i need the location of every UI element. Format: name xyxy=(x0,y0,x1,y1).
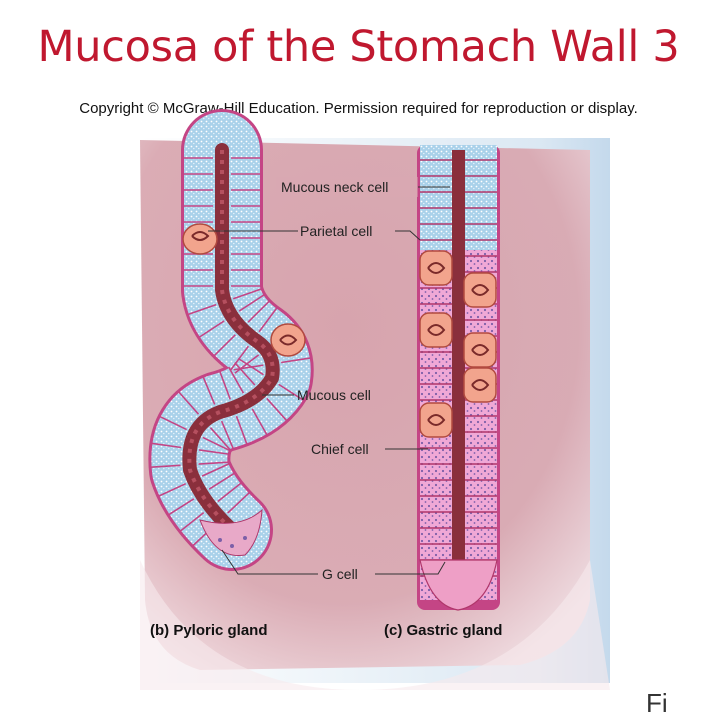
pyloric-cell-boundary xyxy=(229,345,250,371)
leader-g-cell-right xyxy=(375,561,446,575)
pyloric-cell-boundary xyxy=(219,370,231,400)
corner-text-fragment: Fi xyxy=(646,688,668,718)
pyloric-g-cells xyxy=(199,508,263,557)
caption-gastric-gland: (c) Gastric gland xyxy=(384,622,502,639)
gastric-parietal-cell xyxy=(419,312,453,348)
tissue-fade xyxy=(140,560,610,690)
pyloric-parietal-canal-1 xyxy=(191,231,210,241)
pyloric-cell-boundary xyxy=(177,391,200,415)
parietal-canaliculus xyxy=(471,284,490,296)
pyloric-cell-boundary xyxy=(220,420,234,450)
gastric-gland-lumen xyxy=(452,150,465,595)
pyloric-cell-boundary xyxy=(251,408,268,436)
g-cell-granule xyxy=(218,538,222,542)
pyloric-cell-boundary xyxy=(266,397,288,422)
pyloric-cell-boundary xyxy=(238,294,265,312)
gastric-gland xyxy=(417,145,500,611)
label-chief-cell: Chief cell xyxy=(311,441,369,457)
pyloric-cell-boundary xyxy=(198,449,229,455)
pyloric-cell-boundary xyxy=(235,415,248,445)
leader-g-cell-left xyxy=(221,549,318,575)
pyloric-cell-boundary xyxy=(281,357,311,364)
pyloric-parietal-canal-2 xyxy=(279,334,298,346)
label-mucous-neck-cell: Mucous neck cell xyxy=(281,179,388,195)
pyloric-cell-boundary xyxy=(217,482,242,503)
pyloric-cell-boundary xyxy=(232,288,262,300)
pyloric-cell-boundary xyxy=(151,442,182,449)
pyloric-cell-boundary xyxy=(227,366,245,394)
slide-title: Mucosa of the Stomach Wall 3 xyxy=(37,22,680,72)
pyloric-cell-boundary xyxy=(209,427,231,451)
pyloric-cell-boundary xyxy=(258,307,278,333)
pyloric-cell-boundary xyxy=(213,334,236,357)
pyloric-cell-boundary xyxy=(168,498,195,516)
pyloric-cell-boundary xyxy=(198,320,225,339)
caption-pyloric-gland: (b) Pyloric gland xyxy=(150,622,268,639)
pyloric-cell-boundary xyxy=(158,482,187,497)
parietal-canaliculus xyxy=(427,262,446,274)
pyloric-cell-boundary xyxy=(208,472,235,490)
leader-parietal-cell-right xyxy=(395,230,421,241)
gastric-parietal-cell xyxy=(419,250,453,286)
pyloric-cell-boundary xyxy=(237,357,264,376)
g-cell-granule xyxy=(230,544,234,548)
gastric-parietal-cell xyxy=(419,402,453,438)
label-mucous-cell: Mucous cell xyxy=(297,387,371,403)
pyloric-cell-boundary xyxy=(227,491,251,514)
pyloric-cell-boundary xyxy=(233,364,264,371)
gastric-parietal-cell xyxy=(463,272,497,308)
pyloric-cell-boundary xyxy=(202,376,216,405)
pyloric-cell-boundary xyxy=(247,300,270,323)
gastric-parietal-cell xyxy=(463,332,497,368)
pyloric-cell-boundary xyxy=(201,462,230,477)
pyloric-gland xyxy=(148,109,314,571)
g-cell-granule xyxy=(243,536,247,540)
pyloric-cell-boundary xyxy=(159,415,188,431)
parietal-canaliculus xyxy=(427,324,446,336)
label-g-cell: G cell xyxy=(322,566,358,582)
gastric-parietal-cell xyxy=(463,367,497,403)
pyloric-cell-boundary xyxy=(187,303,217,316)
label-parietal-cell: Parietal cell xyxy=(300,223,372,239)
pyloric-lumen-highlight xyxy=(187,150,275,532)
pyloric-cell-boundary xyxy=(179,512,205,532)
parietal-canaliculus xyxy=(471,379,490,391)
parietal-canaliculus xyxy=(427,414,446,426)
pyloric-cell-boundary xyxy=(234,362,256,386)
parietal-canaliculus xyxy=(471,344,490,356)
pyloric-cell-boundary xyxy=(150,464,181,469)
pyloric-cell-boundary xyxy=(198,461,229,465)
label-bg-mucous-neck xyxy=(276,177,418,197)
pyloric-cell-boundary xyxy=(278,383,305,402)
pyloric-cell-boundary xyxy=(202,436,231,452)
pyloric-parietal-cell-2 xyxy=(270,323,306,357)
